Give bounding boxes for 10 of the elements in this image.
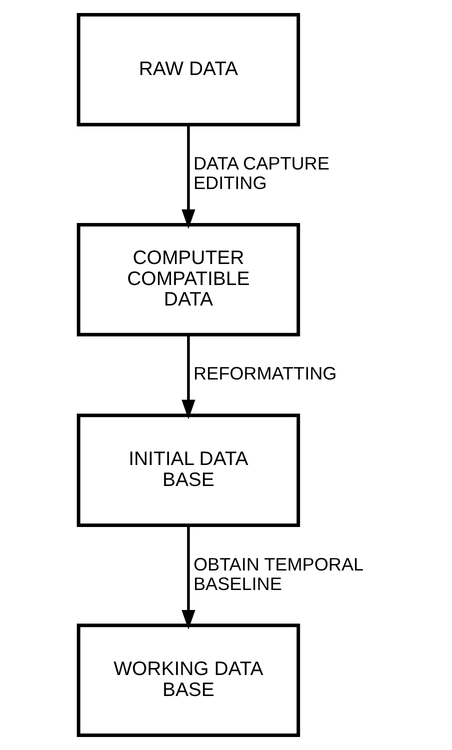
arrow xyxy=(182,125,196,229)
arrow xyxy=(182,334,196,420)
edge-label: OBTAIN TEMPORAL BASELINE xyxy=(193,554,364,594)
arrow xyxy=(182,526,196,630)
node-box: COMPUTER COMPATIBLE DATA xyxy=(76,223,300,336)
edge-label: DATA CAPTURE EDITING xyxy=(193,154,330,194)
edge-label: REFORMATTING xyxy=(193,364,337,384)
node-box: RAW DATA xyxy=(76,13,300,126)
node-box: WORKING DATA BASE xyxy=(76,624,300,737)
node-box: INITIAL DATA BASE xyxy=(76,414,300,527)
